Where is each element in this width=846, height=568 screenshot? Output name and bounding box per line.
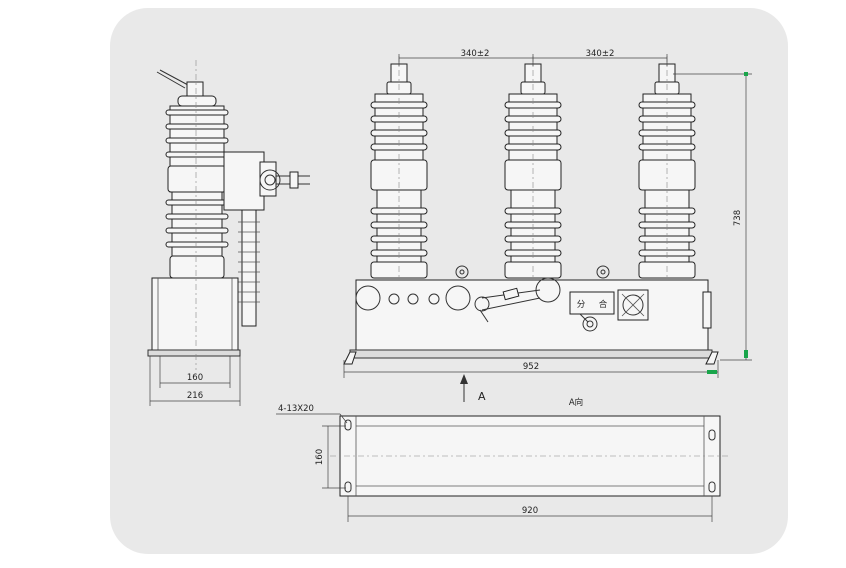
dim-pole-spacing-2: 340±2 (586, 49, 615, 59)
side-view: 160 216 (147, 60, 310, 406)
plan-view-a: A向 4-13X20 160 920 (276, 397, 730, 522)
open-mark-glyph: 分 (577, 300, 586, 310)
dim-overall-width: 952 (523, 362, 539, 372)
pole-2 (504, 56, 562, 282)
view-arrow-label: A (478, 390, 486, 403)
dim-side-base-inner: 160 (187, 373, 203, 383)
pole-1 (370, 56, 428, 282)
dim-side-base-outer: 216 (187, 391, 203, 401)
view-a-title: A向 (569, 397, 583, 408)
close-mark-glyph: 合 (599, 299, 608, 310)
dim-marker-bottom (744, 350, 748, 358)
dim-marker-top (744, 72, 748, 76)
dim-pole-spacing-1: 340±2 (461, 49, 490, 59)
pole-3 (638, 56, 696, 282)
view-arrow: A (460, 374, 486, 403)
dim-hole-spec: 4-13X20 (278, 404, 314, 414)
dim-plan-width: 920 (522, 506, 538, 516)
front-view: 分 合 340±2 340±2 738 952 (343, 49, 752, 378)
dim-marker-right (707, 370, 717, 374)
dim-overall-height: 738 (733, 210, 743, 226)
dim-plan-depth: 160 (315, 449, 325, 465)
